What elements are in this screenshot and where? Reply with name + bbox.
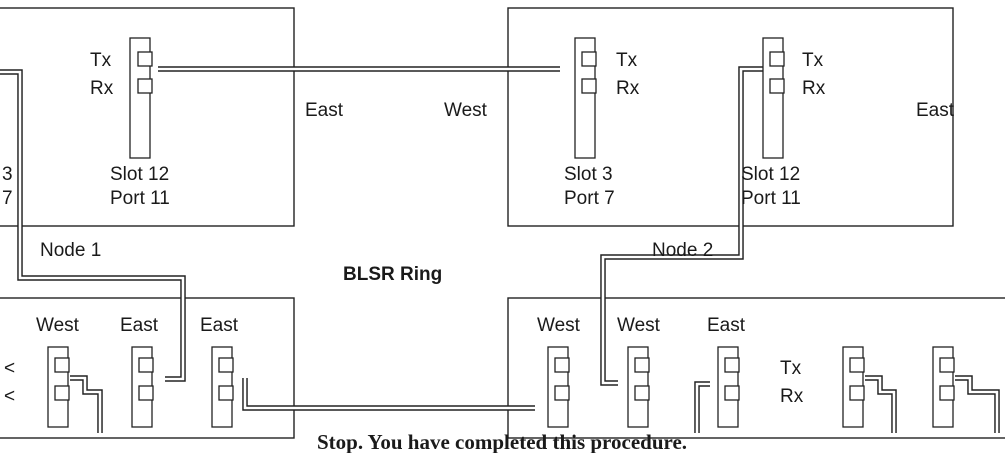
completion-message: Stop. You have completed this procedure. xyxy=(317,430,687,453)
node-1-box xyxy=(0,7,295,227)
node-2-slot3-port-label: Port 7 xyxy=(564,188,615,209)
node-1-left-fragment-b: 7 xyxy=(2,188,13,209)
bottom-left-fragment-b: < xyxy=(4,386,15,407)
node-2-slot12-rx-label: Rx xyxy=(802,78,826,99)
bottom-left-card-1 xyxy=(47,346,70,428)
node-2-card-slot-12 xyxy=(762,37,785,159)
node-2-slot3-slot-label: Slot 3 xyxy=(564,164,613,185)
fiber-node2-east-down xyxy=(600,66,763,386)
bottom-left-node-box xyxy=(0,297,295,439)
bottom-left-east-label-1: East xyxy=(120,315,159,336)
node-1-left-fragment-a: 3 xyxy=(2,164,13,185)
bottom-right-card-2 xyxy=(627,346,650,428)
bottom-left-fragment-a: < xyxy=(4,358,15,379)
bottom-right-west-label-2: West xyxy=(617,315,661,336)
node-2-slot12-tx-label: Tx xyxy=(802,50,824,71)
node-1-port-label: Port 11 xyxy=(110,188,170,209)
bottom-right-west-label-1: West xyxy=(537,315,581,336)
node-1-name-label: Node 1 xyxy=(40,240,101,261)
node-2-east-label: East xyxy=(916,100,955,121)
node-1-tx-label: Tx xyxy=(90,50,112,71)
bottom-right-card-5 xyxy=(932,346,955,428)
node-2-slot12-slot-label: Slot 12 xyxy=(741,164,800,185)
bottom-right-card-4 xyxy=(842,346,865,428)
bottom-right-card-3 xyxy=(717,346,740,428)
node-1-card-slot-12 xyxy=(129,37,153,159)
bottom-left-card-2 xyxy=(131,346,154,428)
node-2-name-label: Node 2 xyxy=(652,240,713,261)
node-2-west-label: West xyxy=(444,100,488,121)
node-1-east-label: East xyxy=(305,100,344,121)
node-2-box xyxy=(507,7,954,227)
bottom-left-east-label-2: East xyxy=(200,315,239,336)
bottom-right-east-label: East xyxy=(707,315,746,336)
bottom-left-card-3 xyxy=(211,346,234,428)
node-2-slot3-rx-label: Rx xyxy=(616,78,640,99)
node-1-slot-label: Slot 12 xyxy=(110,164,169,185)
bottom-right-card-1 xyxy=(547,346,570,428)
node-1-rx-label: Rx xyxy=(90,78,114,99)
bottom-right-rx-label: Rx xyxy=(780,386,804,407)
bottom-right-node-box xyxy=(507,297,1005,439)
node-2-card-slot-3 xyxy=(574,37,597,159)
ring-label: BLSR Ring xyxy=(343,264,442,285)
node-2-slot12-port-label: Port 11 xyxy=(741,188,801,209)
fiber-node1-west-down xyxy=(0,69,186,382)
fiber-bottom-east-to-west xyxy=(242,378,535,411)
bottom-right-tx-label: Tx xyxy=(780,358,802,379)
fiber-bottom-stubs xyxy=(70,375,1000,433)
node-2-slot3-tx-label: Tx xyxy=(616,50,638,71)
bottom-left-west-label: West xyxy=(36,315,80,336)
